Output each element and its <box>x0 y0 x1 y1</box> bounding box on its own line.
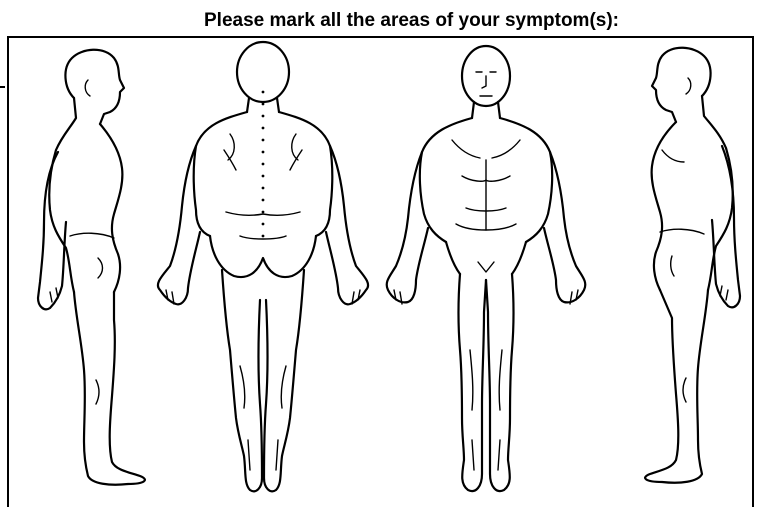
figure-left-side-view[interactable] <box>38 50 145 485</box>
right-side-back[interactable] <box>702 96 733 290</box>
front-left-arm[interactable] <box>544 152 585 302</box>
back-buttocks[interactable] <box>210 236 316 277</box>
right-side-chest[interactable] <box>652 122 676 290</box>
figure-front-view[interactable] <box>387 46 586 491</box>
left-side-head[interactable] <box>65 50 124 124</box>
right-side-leg[interactable] <box>645 290 708 483</box>
figure-right-side-view[interactable] <box>645 48 740 483</box>
left-side-chest[interactable] <box>100 124 122 292</box>
spine <box>262 91 265 238</box>
right-side-head[interactable] <box>652 48 711 122</box>
left-side-ear <box>85 80 90 96</box>
left-side-arm[interactable] <box>38 152 66 309</box>
back-left-leg[interactable] <box>222 270 262 491</box>
figure-back-view[interactable] <box>158 42 368 491</box>
back-right-leg[interactable] <box>264 270 304 491</box>
front-right-arm[interactable] <box>387 152 428 302</box>
left-side-leg[interactable] <box>74 292 145 485</box>
back-torso[interactable] <box>194 112 333 236</box>
